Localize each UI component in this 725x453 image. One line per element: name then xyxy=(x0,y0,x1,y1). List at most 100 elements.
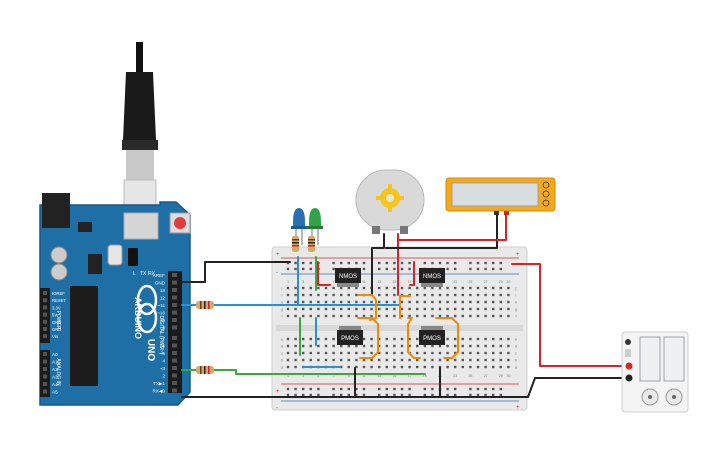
breadboard-hole[interactable] xyxy=(507,286,510,290)
breadboard-hole[interactable] xyxy=(317,300,320,304)
breadboard-hole[interactable] xyxy=(476,293,480,297)
rail-hole[interactable] xyxy=(302,261,305,265)
wire-meter-com[interactable] xyxy=(385,211,498,249)
breadboard-hole[interactable] xyxy=(385,286,388,290)
breadboard-hole[interactable] xyxy=(355,344,358,348)
breadboard-hole[interactable] xyxy=(476,358,480,362)
breadboard-hole[interactable] xyxy=(370,337,373,341)
wire-motor-neg[interactable] xyxy=(371,233,385,296)
breadboard-hole[interactable] xyxy=(302,337,305,341)
rail-hole[interactable] xyxy=(332,267,335,271)
breadboard-hole[interactable] xyxy=(499,300,502,304)
power-pin[interactable] xyxy=(43,327,47,331)
breadboard-hole[interactable] xyxy=(324,337,328,341)
breadboard-hole[interactable] xyxy=(317,358,320,362)
breadboard-hole[interactable] xyxy=(423,344,426,348)
rail-hole[interactable] xyxy=(294,393,297,397)
rail-hole[interactable] xyxy=(286,393,290,397)
breadboard-hole[interactable] xyxy=(507,351,510,355)
rail-hole[interactable] xyxy=(469,393,472,397)
breadboard-hole[interactable] xyxy=(317,307,320,311)
breadboard-hole[interactable] xyxy=(340,314,343,318)
rail-hole[interactable] xyxy=(340,387,343,391)
breadboard-hole[interactable] xyxy=(446,337,449,341)
breadboard-hole[interactable] xyxy=(484,300,487,304)
breadboard-hole[interactable] xyxy=(309,314,312,318)
breadboard-hole[interactable] xyxy=(378,365,381,369)
breadboard-hole[interactable] xyxy=(393,358,396,362)
breadboard-hole[interactable] xyxy=(469,351,472,355)
rail-hole[interactable] xyxy=(317,387,320,391)
breadboard-hole[interactable] xyxy=(385,293,388,297)
rail-hole[interactable] xyxy=(309,393,312,397)
breadboard-hole[interactable] xyxy=(332,293,335,297)
breadboard-hole[interactable] xyxy=(347,344,350,348)
breadboard-hole[interactable] xyxy=(370,351,373,355)
breadboard-hole[interactable] xyxy=(286,300,290,304)
breadboard-hole[interactable] xyxy=(492,286,495,290)
breadboard-hole[interactable] xyxy=(332,351,335,355)
breadboard-hole[interactable] xyxy=(476,307,480,311)
breadboard-hole[interactable] xyxy=(431,293,434,297)
breadboard-hole[interactable] xyxy=(355,300,358,304)
breadboard-hole[interactable] xyxy=(438,293,442,297)
rail-hole[interactable] xyxy=(309,387,312,391)
breadboard-hole[interactable] xyxy=(461,358,464,362)
nmos-right[interactable]: NMOS xyxy=(419,268,445,287)
rail-hole[interactable] xyxy=(393,393,396,397)
breadboard-hole[interactable] xyxy=(286,351,290,355)
breadboard-hole[interactable] xyxy=(332,344,335,348)
breadboard-hole[interactable] xyxy=(362,344,366,348)
breadboard-hole[interactable] xyxy=(499,293,502,297)
breadboard-hole[interactable] xyxy=(302,307,305,311)
breadboard-hole[interactable] xyxy=(385,337,388,341)
breadboard-hole[interactable] xyxy=(499,344,502,348)
breadboard-hole[interactable] xyxy=(454,307,457,311)
rail-hole[interactable] xyxy=(309,267,312,271)
breadboard-hole[interactable] xyxy=(317,344,320,348)
nmos-left[interactable]: NMOS xyxy=(335,268,361,287)
breadboard-hole[interactable] xyxy=(302,300,305,304)
rail-hole[interactable] xyxy=(302,267,305,271)
breadboard-hole[interactable] xyxy=(324,293,328,297)
breadboard-hole[interactable] xyxy=(507,337,510,341)
breadboard-hole[interactable] xyxy=(484,307,487,311)
breadboard-hole[interactable] xyxy=(355,351,358,355)
breadboard-hole[interactable] xyxy=(454,314,457,318)
breadboard-hole[interactable] xyxy=(492,307,495,311)
analog-pin[interactable] xyxy=(43,359,47,364)
wire-vcc-multimeter[interactable] xyxy=(511,263,629,367)
breadboard-hole[interactable] xyxy=(431,286,434,290)
breadboard-hole[interactable] xyxy=(340,293,343,297)
rail-hole[interactable] xyxy=(492,267,495,271)
breadboard-hole[interactable] xyxy=(484,293,487,297)
breadboard-hole[interactable] xyxy=(408,286,411,290)
breadboard-hole[interactable] xyxy=(302,358,305,362)
breadboard-hole[interactable] xyxy=(492,314,495,318)
breadboard-hole[interactable] xyxy=(416,358,419,362)
breadboard-hole[interactable] xyxy=(370,365,373,369)
digital-pin[interactable] xyxy=(172,366,177,370)
digital-pin[interactable] xyxy=(172,280,177,285)
breadboard-hole[interactable] xyxy=(507,300,510,304)
rail-hole[interactable] xyxy=(431,393,434,397)
analog-pin[interactable] xyxy=(43,382,47,386)
digital-pin[interactable] xyxy=(172,310,177,315)
breadboard-hole[interactable] xyxy=(461,365,464,369)
breadboard-hole[interactable] xyxy=(385,300,388,304)
breadboard-hole[interactable] xyxy=(286,307,290,311)
breadboard-hole[interactable] xyxy=(446,314,449,318)
rail-hole[interactable] xyxy=(484,387,487,391)
rail-hole[interactable] xyxy=(286,387,290,391)
breadboard-hole[interactable] xyxy=(294,314,297,318)
breadboard-hole[interactable] xyxy=(340,351,343,355)
breadboard-hole[interactable] xyxy=(416,337,419,341)
rail-hole[interactable] xyxy=(362,393,366,397)
breadboard-hole[interactable] xyxy=(286,344,290,348)
breadboard-hole[interactable] xyxy=(309,351,312,355)
rail-hole[interactable] xyxy=(446,393,449,397)
breadboard-hole[interactable] xyxy=(454,344,457,348)
breadboard-hole[interactable] xyxy=(507,314,510,318)
rail-hole[interactable] xyxy=(476,393,480,397)
breadboard-hole[interactable] xyxy=(340,286,343,290)
